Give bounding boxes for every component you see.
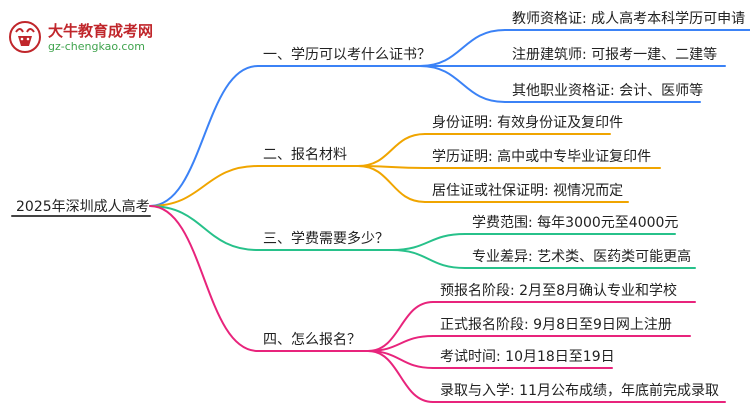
branch-1-leaf-3: 其他职业资格证: 会计、医师等 — [512, 83, 704, 99]
branch-3-connector — [149, 205, 259, 251]
branch-1-connector — [149, 65, 259, 207]
branch-4-leaf-2: 正式报名阶段: 9月8日至9日网上注册 — [440, 317, 672, 333]
branch-4-connector — [149, 205, 259, 352]
logo-url: gz-chengkao.com — [48, 40, 145, 53]
branch-3-leaf-1: 学费范围: 每年3000元至4000元 — [472, 215, 679, 231]
branch-2-connector — [149, 165, 259, 207]
logo: 大牛教育成考网 gz-chengkao.com — [8, 18, 178, 58]
branch-3-leaf-1-connector — [391, 233, 466, 251]
bull-logo-icon — [9, 21, 41, 53]
branch-2-leaf-2: 学历证明: 高中或中专毕业证复印件 — [432, 149, 652, 165]
branch-4-leaf-4-connector — [367, 350, 434, 403]
branch-3-leaf-2: 专业差异: 艺术类、医药类可能更高 — [472, 249, 692, 265]
branch-2-leaf-1-connector — [357, 133, 426, 167]
branch-1-label: 一、学历可以考什么证书？ — [263, 47, 431, 63]
branch-1-leaf-1: 教师资格证: 成人高考本科学历可申请 — [512, 11, 746, 27]
branch-4-leaf-1: 预报名阶段: 2月至8月确认专业和学校 — [440, 283, 677, 299]
branch-2-leaf-1: 身份证明: 有效身份证及复印件 — [432, 115, 624, 131]
logo-name: 大牛教育成考网 — [48, 22, 154, 40]
branch-4-label: 四、怎么报名？ — [263, 332, 361, 348]
branch-1-leaf-3-connector — [419, 65, 506, 103]
root-node: 2025年深圳成人高考 — [16, 199, 150, 215]
branch-4-leaf-1-connector — [367, 301, 434, 352]
branch-3-label: 三、学费需要多少？ — [263, 231, 389, 247]
branch-3-leaf-2-connector — [391, 249, 466, 269]
branch-1-leaf-2: 注册建筑师: 可报考一建、二建等 — [512, 47, 718, 63]
branch-4-leaf-4: 录取与入学: 11月公布成绩，年底前完成录取 — [440, 383, 719, 399]
branch-1-leaf-1-connector — [419, 29, 506, 67]
branch-2-leaf-3: 居住证或社保证明: 视情况而定 — [432, 183, 624, 199]
branch-4-leaf-3: 考试时间: 10月18日至19日 — [440, 349, 615, 365]
branch-2-leaf-3-connector — [357, 165, 426, 203]
branch-2-label: 二、报名材料 — [263, 147, 347, 163]
